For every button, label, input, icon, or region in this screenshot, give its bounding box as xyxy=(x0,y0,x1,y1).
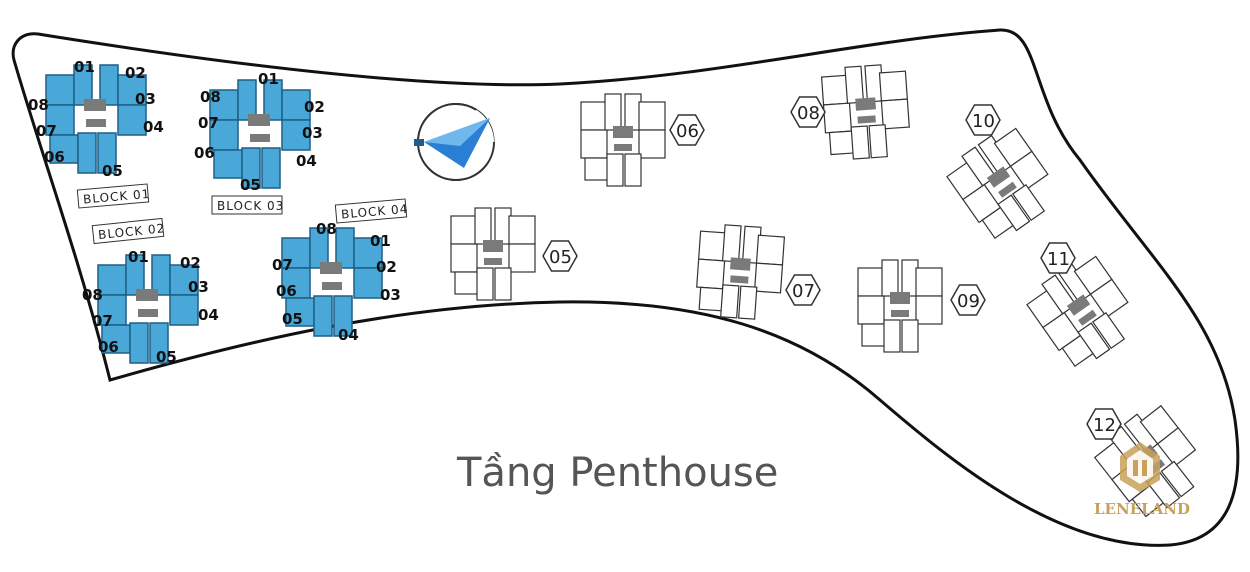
block-02-unit-02: 02 xyxy=(180,254,201,272)
block-04-unit-04: 04 xyxy=(338,326,359,344)
block-01-unit-01: 01 xyxy=(74,58,95,76)
block-04-label: BLOCK 04 xyxy=(341,202,409,222)
block-02-unit-08: 08 xyxy=(82,286,103,304)
block-03-unit-03: 03 xyxy=(302,124,323,142)
block-03-unit-06: 06 xyxy=(194,144,215,162)
tower-09-number: 09 xyxy=(957,291,980,312)
tower-08-number: 08 xyxy=(797,103,820,124)
tower-12-tag: 12 xyxy=(1086,408,1122,440)
block-02-unit-01: 01 xyxy=(128,248,149,266)
block-04-unit-06: 06 xyxy=(276,282,297,300)
block-03-label-box: BLOCK 03 xyxy=(211,195,284,215)
block-03-unit-07: 07 xyxy=(198,114,219,132)
page-title: Tầng Penthouse xyxy=(456,450,778,496)
tower-06-number: 06 xyxy=(676,121,699,142)
block-02-unit-06: 06 xyxy=(98,338,119,356)
block-02-unit-07: 07 xyxy=(92,312,113,330)
tower-06-tag: 06 xyxy=(669,114,705,146)
block-01-unit-06: 06 xyxy=(44,148,65,166)
block-03-unit-02: 02 xyxy=(304,98,325,116)
block-01-unit-07: 07 xyxy=(36,122,57,140)
tower-10-number: 10 xyxy=(972,111,995,132)
tower-08-tag: 08 xyxy=(790,96,826,128)
leneland-logo: LENELAND xyxy=(1094,442,1190,518)
block-02-unit-03: 03 xyxy=(188,278,209,296)
block-04-unit-05: 05 xyxy=(282,310,303,328)
block-01-unit-03: 03 xyxy=(135,90,156,108)
block-01-unit-04: 04 xyxy=(143,118,164,136)
tower-09-tag: 09 xyxy=(950,284,986,316)
site-boundary xyxy=(11,28,1240,547)
block-03-unit-05: 05 xyxy=(240,176,261,194)
block-04-unit-03: 03 xyxy=(380,286,401,304)
block-01-label-box: BLOCK 01 xyxy=(76,183,151,209)
block-03-label: BLOCK 03 xyxy=(217,199,284,213)
block-01-unit-02: 02 xyxy=(125,64,146,82)
tower-07-tag: 07 xyxy=(785,274,821,306)
tower-07-number: 07 xyxy=(792,281,815,302)
block-03-unit-01: 01 xyxy=(258,70,279,88)
tower-05-tag: 05 xyxy=(542,240,578,272)
tower-05-number: 05 xyxy=(549,247,572,268)
block-04-label-box: BLOCK 04 xyxy=(334,198,409,224)
tower-12-number: 12 xyxy=(1093,415,1116,436)
block-02-label: BLOCK 02 xyxy=(98,221,166,242)
block-02-unit-05: 05 xyxy=(156,348,177,366)
block-03-unit-08: 08 xyxy=(200,88,221,106)
block-04-unit-02: 02 xyxy=(376,258,397,276)
block-04-unit-08: 08 xyxy=(316,220,337,238)
tower-11-tag: 11 xyxy=(1040,242,1076,274)
tower-11-number: 11 xyxy=(1047,249,1070,270)
block-02-unit-04: 04 xyxy=(198,306,219,324)
compass-north-arrow-icon xyxy=(414,103,505,181)
block-01-unit-05: 05 xyxy=(102,162,123,180)
block-01-unit-08: 08 xyxy=(28,96,49,114)
block-02-label-box: BLOCK 02 xyxy=(91,217,166,245)
logo-text: LENELAND xyxy=(1094,500,1190,518)
block-03-unit-04: 04 xyxy=(296,152,317,170)
block-04-unit-01: 01 xyxy=(370,232,391,250)
tower-10-tag: 10 xyxy=(965,104,1001,136)
block-04-unit-07: 07 xyxy=(272,256,293,274)
block-01-label: BLOCK 01 xyxy=(83,187,151,207)
